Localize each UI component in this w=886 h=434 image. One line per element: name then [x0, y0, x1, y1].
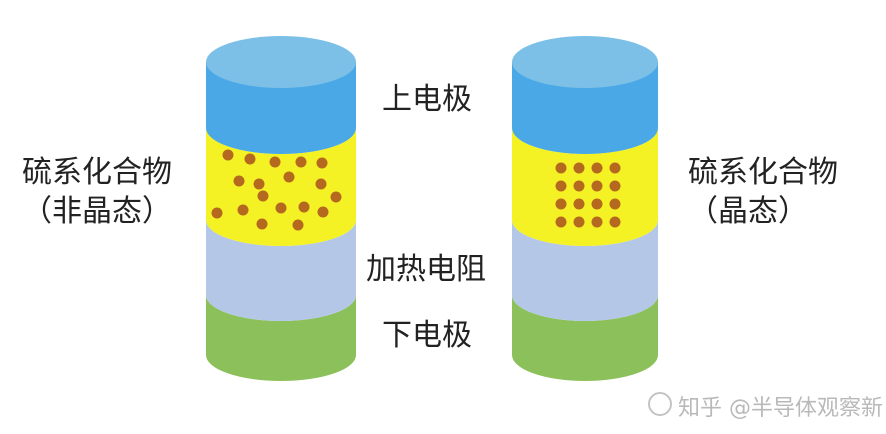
crystalline-state-label: （晶态）: [688, 194, 808, 229]
atom-dot: [555, 198, 567, 210]
atom-dot: [573, 216, 585, 228]
heater-layer: [206, 220, 356, 321]
atom-dot: [609, 180, 621, 192]
amorphous-atoms: [211, 149, 342, 231]
atom-dot: [211, 207, 223, 219]
heater-label: 加热电阻: [366, 252, 486, 287]
atom-dot: [256, 218, 268, 230]
atom-dot: [222, 149, 234, 161]
atom-dot: [591, 216, 603, 228]
atom-dot: [283, 171, 295, 183]
atom-dot: [555, 180, 567, 192]
atom-dot: [573, 198, 585, 210]
atom-dot: [555, 216, 567, 228]
zhihu-watermark-icon: [648, 392, 672, 416]
atom-dot: [295, 156, 307, 168]
atom-dot: [315, 178, 327, 190]
bottom-electrode-layer: [512, 295, 658, 381]
atom-dot: [609, 198, 621, 210]
atom-dot: [275, 202, 287, 214]
chalcogenide-layer: [206, 128, 356, 246]
atom-dot: [298, 201, 310, 213]
atom-dot: [573, 180, 585, 192]
atom-dot: [591, 162, 603, 174]
atom-dot: [609, 162, 621, 174]
atom-dot: [609, 216, 621, 228]
atom-dot: [591, 198, 603, 210]
chalcogenide-layer: [512, 128, 658, 246]
atom-dot: [253, 178, 265, 190]
top-electrode-layer: [512, 62, 658, 154]
atom-dot: [317, 206, 329, 218]
atom-dot: [292, 219, 304, 231]
watermark-text: 知乎 @半导体观察新: [678, 396, 883, 421]
crystalline-cell: [512, 36, 658, 381]
atom-dot: [555, 162, 567, 174]
atom-dot: [591, 180, 603, 192]
top-electrode-layer: [206, 62, 356, 154]
amorphous-state-label: （非晶态）: [22, 194, 172, 229]
atom-dot: [237, 204, 249, 216]
heater-layer: [512, 220, 658, 321]
atom-dot: [316, 157, 328, 169]
top-electrode-label: 上电极: [382, 82, 472, 117]
amorphous-cell: [206, 36, 356, 381]
top-electrode-face: [512, 36, 658, 88]
atom-dot: [233, 175, 245, 187]
bottom-electrode-layer: [206, 295, 356, 381]
atom-dot: [573, 162, 585, 174]
top-electrode-face: [206, 36, 356, 88]
amorphous-material-label: 硫系化合物: [22, 155, 172, 190]
atom-dot: [244, 153, 256, 165]
crystalline-material-label: 硫系化合物: [688, 155, 838, 190]
crystalline-atoms: [555, 162, 621, 228]
bottom-electrode-label: 下电极: [382, 318, 472, 353]
atom-dot: [330, 191, 342, 203]
atom-dot: [257, 190, 269, 202]
atom-dot: [269, 156, 281, 168]
